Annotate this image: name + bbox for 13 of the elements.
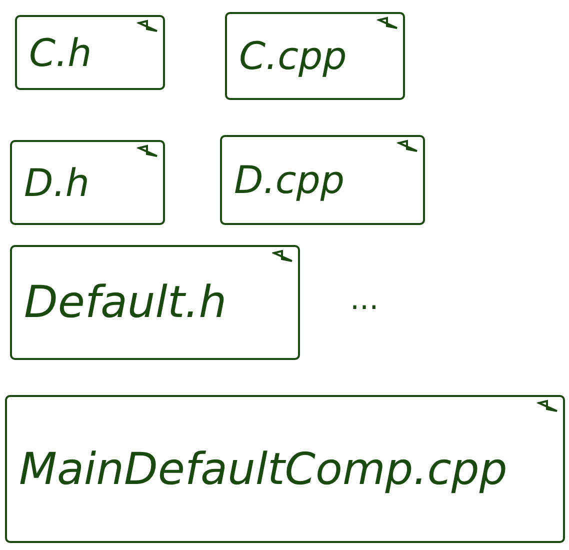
file-name: MainDefaultComp.cpp (19, 444, 508, 494)
file-box (10, 140, 165, 225)
file-name: Default.h (24, 277, 227, 328)
file-name: D.cpp (234, 158, 344, 202)
file-name: D.h (24, 160, 90, 204)
ellipsis-note: ... (350, 282, 379, 317)
file-box (220, 135, 425, 225)
file-box (5, 395, 565, 543)
file-name: C.h (29, 30, 92, 74)
file-box (15, 15, 165, 90)
file-box (225, 12, 405, 100)
file-box (10, 245, 300, 360)
file-name: C.cpp (239, 34, 347, 78)
